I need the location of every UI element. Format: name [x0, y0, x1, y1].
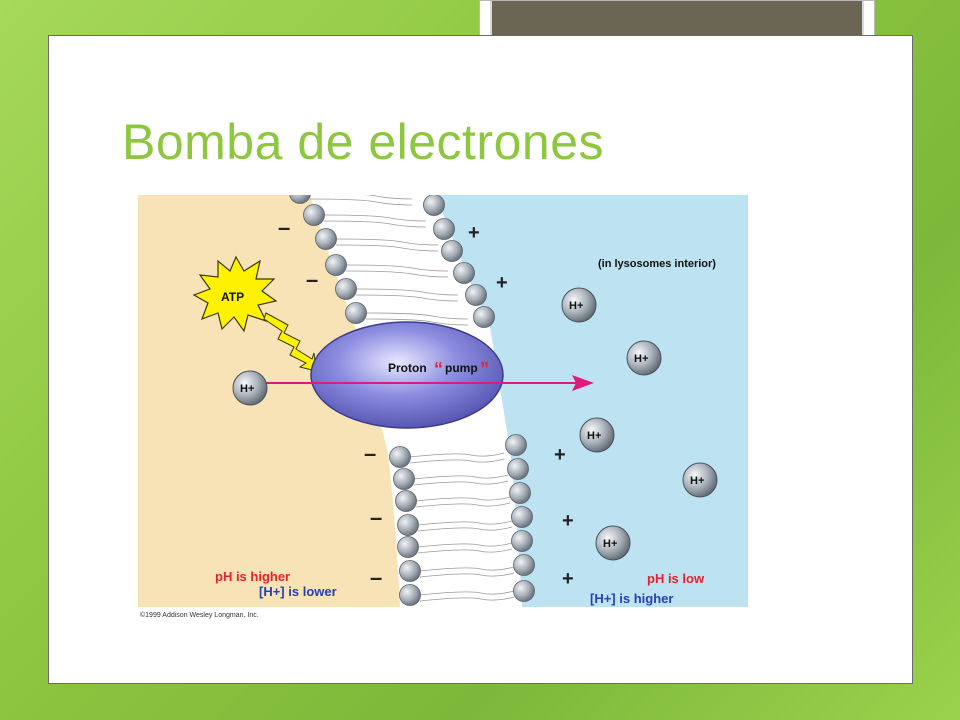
charge-minus: –	[278, 215, 290, 240]
lipid-head	[396, 491, 417, 512]
lipid-head	[512, 507, 533, 528]
lipid-head	[512, 531, 533, 552]
interior-label: (in lysosomes interior)	[598, 258, 716, 270]
lipid-head	[474, 307, 495, 328]
lipid-head	[508, 459, 529, 480]
proton-ion: H+	[627, 341, 661, 375]
lipid-head	[304, 205, 325, 226]
lipid-head	[346, 303, 367, 324]
lipid-head	[466, 285, 487, 306]
lipid-head	[400, 561, 421, 582]
charge-plus: +	[562, 568, 574, 590]
ion-label: H+	[569, 300, 583, 312]
lipid-head	[390, 447, 411, 468]
lipid-head	[400, 585, 421, 606]
lipid-head	[454, 263, 475, 284]
lipid-head	[506, 435, 527, 456]
charge-minus: –	[306, 267, 318, 292]
lipid-head	[510, 483, 531, 504]
charge-minus: –	[370, 505, 382, 530]
charge-plus: +	[496, 272, 508, 294]
left-ph-label: pH is higher	[215, 569, 290, 584]
lipid-head	[326, 255, 347, 276]
lipid-head	[316, 229, 337, 250]
proton-ion: H+	[580, 418, 614, 452]
lipid-head	[398, 515, 419, 536]
ion-label: H+	[587, 430, 601, 442]
charge-minus: –	[370, 565, 382, 590]
charge-plus: +	[554, 444, 566, 466]
charge-plus: +	[468, 222, 480, 244]
proton-ion: H+	[233, 371, 267, 405]
pump-quote-close: ”	[480, 359, 489, 379]
lipid-head	[424, 195, 445, 216]
ion-label: H+	[240, 383, 254, 395]
ion-label: H+	[634, 353, 648, 365]
proton-pump-diagram: – – + + – – – + + + ATP Proton “ pump ” …	[138, 195, 748, 612]
lipid-head	[394, 469, 415, 490]
pump-label-pump: pump	[445, 361, 478, 375]
lipid-head	[434, 219, 455, 240]
right-concentration-label: [H+] is higher	[590, 591, 673, 606]
ion-label: H+	[690, 475, 704, 487]
ion-label: H+	[603, 538, 617, 550]
copyright-note: ©1999 Addison Wesley Longman, Inc.	[140, 612, 259, 619]
lipid-head	[442, 241, 463, 262]
charge-minus: –	[364, 441, 376, 466]
charge-plus: +	[562, 510, 574, 532]
proton-ion: H+	[683, 463, 717, 497]
proton-ion: H+	[562, 288, 596, 322]
right-ph-label: pH is low	[647, 571, 705, 586]
lipid-head	[398, 537, 419, 558]
proton-pump	[311, 322, 503, 428]
pump-label-proton: Proton	[388, 361, 427, 375]
left-concentration-label: [H+] is lower	[259, 584, 337, 599]
lipid-head	[514, 581, 535, 602]
lipid-head	[336, 279, 357, 300]
proton-ion: H+	[596, 526, 630, 560]
pump-quote-open: “	[434, 359, 443, 379]
lipid-head	[514, 555, 535, 576]
atp-label: ATP	[221, 290, 244, 304]
page-title: Bomba de electrones	[122, 112, 604, 172]
